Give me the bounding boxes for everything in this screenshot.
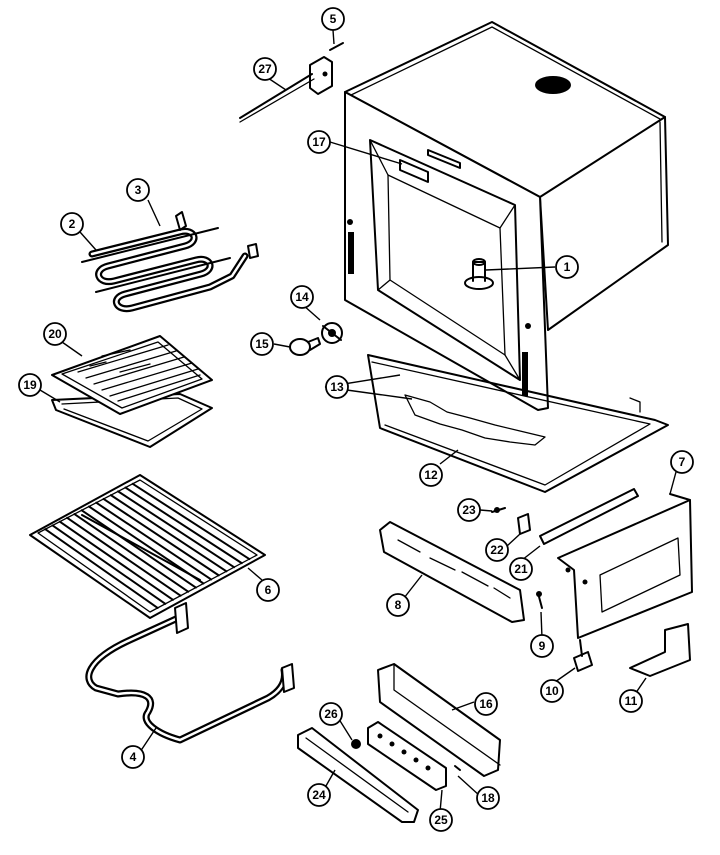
callout-21: 21 [509,557,533,581]
callout-7: 7 [670,450,694,474]
bake-element [85,602,295,744]
callout-8-label: 8 [395,598,402,612]
callout-23-label: 23 [462,503,476,517]
rack-bar [109,494,228,573]
callout-21-label: 21 [514,562,528,576]
callout-1: 1 [555,255,579,279]
lower-bracket-parts [379,488,693,677]
callout-16-label: 16 [479,697,493,711]
callout-13-label: 13 [330,380,344,394]
broil-pan-and-insert [51,335,213,448]
callout-11: 11 [619,689,643,713]
oven-light-assembly [289,322,343,356]
callout-12: 12 [419,463,443,487]
callout-26: 26 [319,702,343,726]
callout-27-label: 27 [258,62,272,76]
rack-bar [131,482,251,561]
callout-12-label: 12 [424,468,438,482]
rack-bar [102,497,220,577]
callout-7-label: 7 [679,455,686,469]
callout-18-label: 18 [481,791,495,805]
rack-bar [80,509,197,589]
callout-9-label: 9 [539,639,546,653]
callout-5-label: 5 [330,12,337,26]
upper-hinge-and-rod [239,42,344,123]
callout-5: 5 [321,7,345,31]
callout-24: 24 [307,783,331,807]
callout-15-label: 15 [255,337,269,351]
callout-19: 19 [18,373,42,397]
callout-3-label: 3 [135,183,142,197]
callout-11-label: 11 [625,694,638,708]
callout-1-label: 1 [564,260,571,274]
callout-25: 25 [429,808,453,832]
rack-bar [95,501,213,581]
callout-14: 14 [290,285,314,309]
broil-element [81,211,259,313]
callout-9: 9 [530,634,554,658]
rack-bar [51,524,167,605]
callout-22-label: 22 [490,543,504,557]
callout-20: 20 [43,322,67,346]
callout-6: 6 [256,578,280,602]
callout-17: 17 [307,130,331,154]
oven-cavity [344,21,669,411]
rack-bar [44,528,159,609]
callout-14-label: 14 [295,290,309,304]
callout-8: 8 [386,593,410,617]
callout-2-label: 2 [69,217,76,231]
callout-10: 10 [540,679,564,703]
rack-bar [58,520,174,601]
callout-23: 23 [457,498,481,522]
rack-bar [124,486,243,565]
callout-18: 18 [476,786,500,810]
callout-6-label: 6 [265,583,272,597]
callout-10-label: 10 [545,684,559,698]
rack-bar [117,490,236,569]
callout-3: 3 [126,178,150,202]
oven-bottom-pan [367,354,669,493]
oven-rack [29,474,266,619]
callout-22: 22 [485,538,509,562]
callout-17-label: 17 [312,135,326,149]
callout-4-label: 4 [130,750,137,764]
lower-front-trim-parts [297,663,501,823]
callout-15: 15 [250,332,274,356]
callout-27: 27 [253,57,277,81]
callout-16: 16 [474,692,498,716]
callout-20-label: 20 [48,327,62,341]
callout-25-label: 25 [434,813,448,827]
callout-24-label: 24 [312,788,326,802]
callout-26-label: 26 [324,707,338,721]
callout-13: 13 [325,375,349,399]
callout-2: 2 [60,212,84,236]
callout-4: 4 [121,745,145,769]
rack-bar [66,516,182,597]
rack-bar [73,513,190,593]
callout-19-label: 19 [23,378,37,392]
